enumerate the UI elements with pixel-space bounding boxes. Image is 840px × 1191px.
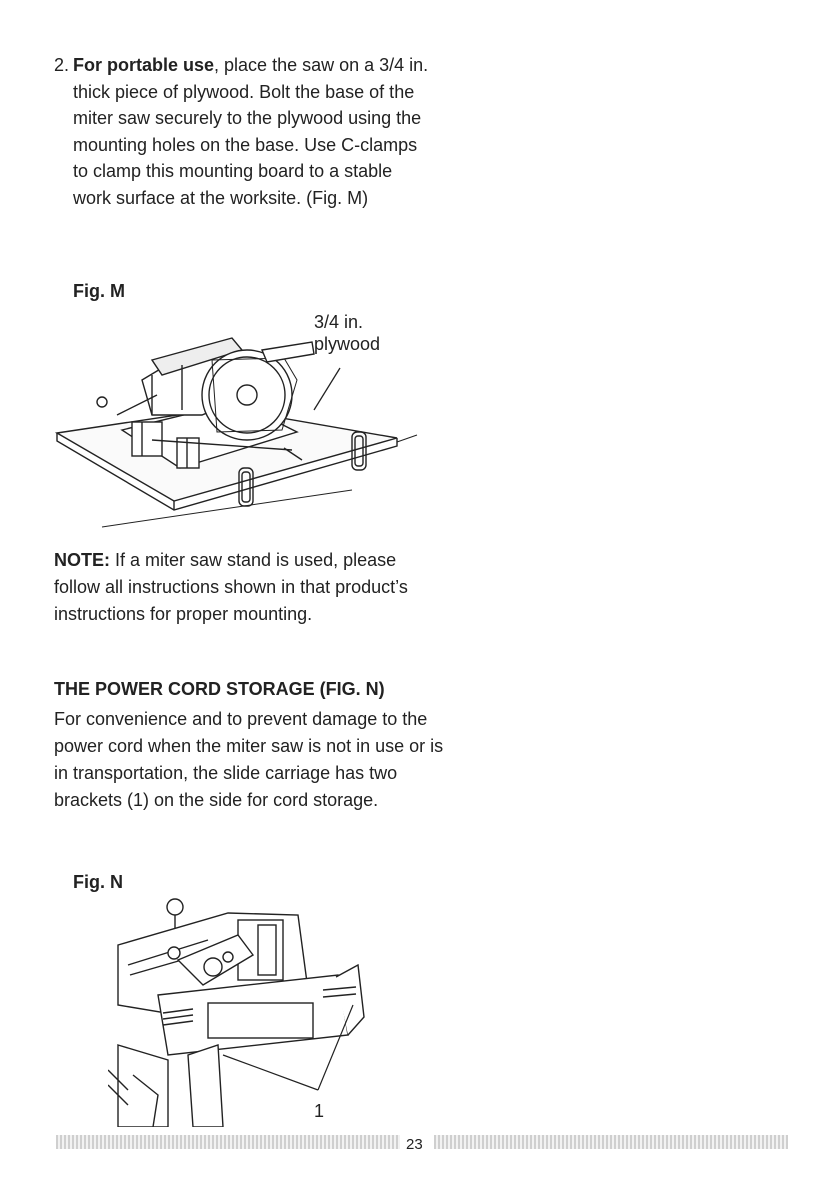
page-number: 23 — [406, 1136, 423, 1153]
fig-m-callout-line2: plywood — [314, 334, 381, 354]
section-body: For convenience and to prevent damage to… — [54, 709, 444, 810]
fig-m-illustration — [54, 337, 418, 528]
step-2-text: , place the saw on a 3/4 in. thick piece… — [73, 55, 429, 208]
step-2-body: For portable use, place the saw on a 3/4… — [73, 52, 434, 211]
footer-bar-right — [434, 1135, 788, 1149]
fig-m-label: Fig. M — [73, 281, 125, 301]
fig-n-callout: 1 — [314, 1101, 325, 1121]
footer-bar-left — [56, 1135, 400, 1149]
step-number: 2. — [54, 55, 70, 75]
note-text: If a miter saw stand is used, please fol… — [54, 550, 408, 624]
note-paragraph: NOTE: If a miter saw stand is used, plea… — [54, 547, 444, 628]
fig-m-callout: 3/4 in. plywood — [314, 311, 380, 355]
note-label: NOTE: — [54, 550, 110, 570]
step-2-paragraph: 2. For portable use, place the saw on a … — [54, 52, 434, 211]
step-2-title: For portable use — [73, 55, 215, 75]
fig-n-label: Fig. N — [73, 872, 123, 892]
fig-m-callout-line1: 3/4 in. — [314, 312, 364, 332]
fig-n-illustration — [108, 898, 365, 1127]
section-heading: THE POWER CORD STORAGE (FIG. N) — [54, 679, 385, 699]
